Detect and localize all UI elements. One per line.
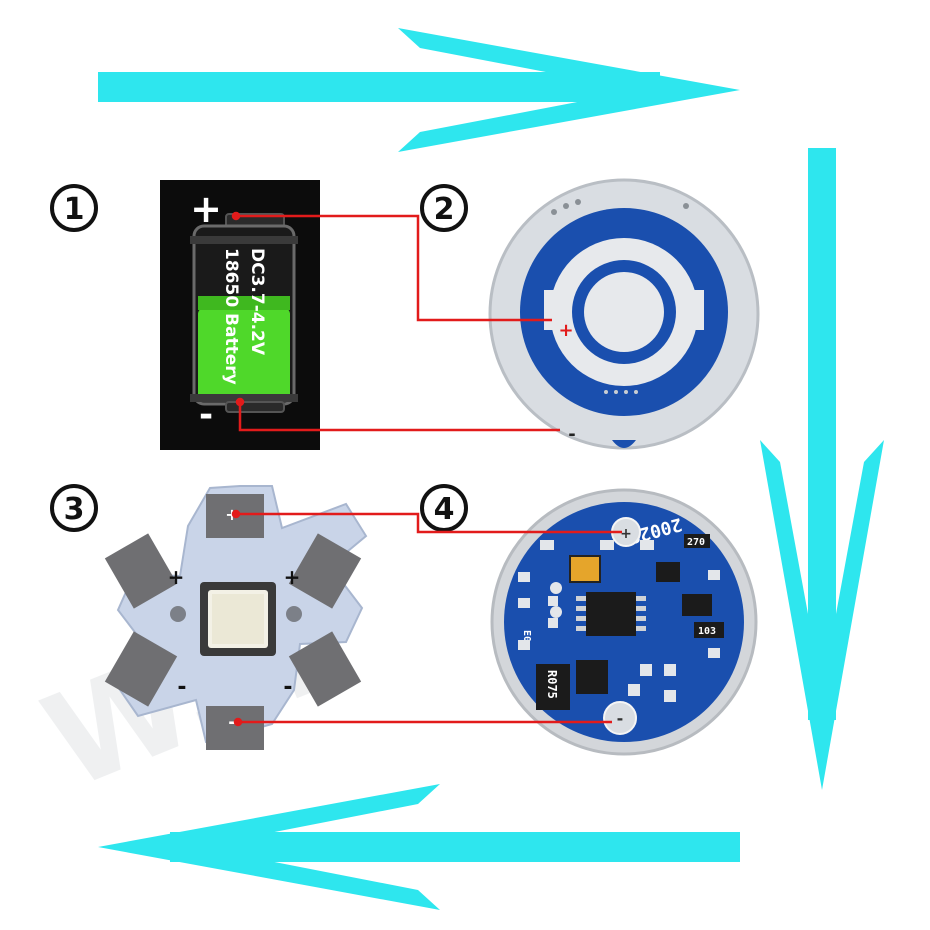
battery-voltage-label: DC3.7-4.2V (247, 248, 267, 356)
led-pad-minus-sign: - (228, 712, 235, 733)
battery-model-label: 18650 Battery (221, 248, 241, 385)
svg-text:+: + (620, 526, 632, 542)
board-plus-sign: + (558, 320, 573, 341)
svg-text:270: 270 (687, 537, 705, 548)
svg-text:103: 103 (698, 626, 716, 637)
top-arrow (98, 28, 740, 152)
svg-text:+: + (284, 565, 301, 589)
step-1-badge: 1 (50, 184, 98, 232)
board-minus-sign: - (568, 424, 575, 445)
step-3-badge: 3 (50, 484, 98, 532)
wire-led-plus (236, 512, 622, 534)
svg-text:2: 2 (434, 192, 455, 227)
wire-battery-minus (238, 402, 560, 432)
svg-text:3: 3 (64, 492, 85, 527)
battery-charge-level (198, 308, 290, 400)
led-star-board: + - + + - - (104, 485, 368, 750)
driver-ic-chip (586, 592, 636, 636)
connection-wires (231, 211, 622, 727)
svg-text:4: 4 (434, 492, 455, 527)
svg-text:+: + (168, 565, 185, 589)
step-2-badge: 2 (420, 184, 468, 232)
battery-plus-sign: + (190, 187, 222, 231)
right-arrow (760, 148, 884, 790)
svg-text:-: - (177, 675, 186, 700)
svg-text:E0: E0 (521, 630, 532, 642)
led-pad-bottom (206, 706, 264, 750)
svg-text:-: - (617, 709, 624, 728)
contact-board: + - (488, 178, 760, 450)
svg-text:1: 1 (64, 192, 85, 227)
step-4-badge: 4 (420, 484, 468, 532)
wire-battery-plus (236, 214, 552, 322)
svg-text:R075: R075 (545, 670, 559, 699)
battery-minus-sign: - (199, 395, 213, 435)
svg-text:-: - (283, 675, 292, 700)
battery-panel: DC3.7-4.2V 18650 Battery + - (160, 180, 320, 450)
bottom-arrow (98, 784, 740, 910)
driver-board: 20029A + - R075 103 270 E0 (490, 488, 758, 756)
